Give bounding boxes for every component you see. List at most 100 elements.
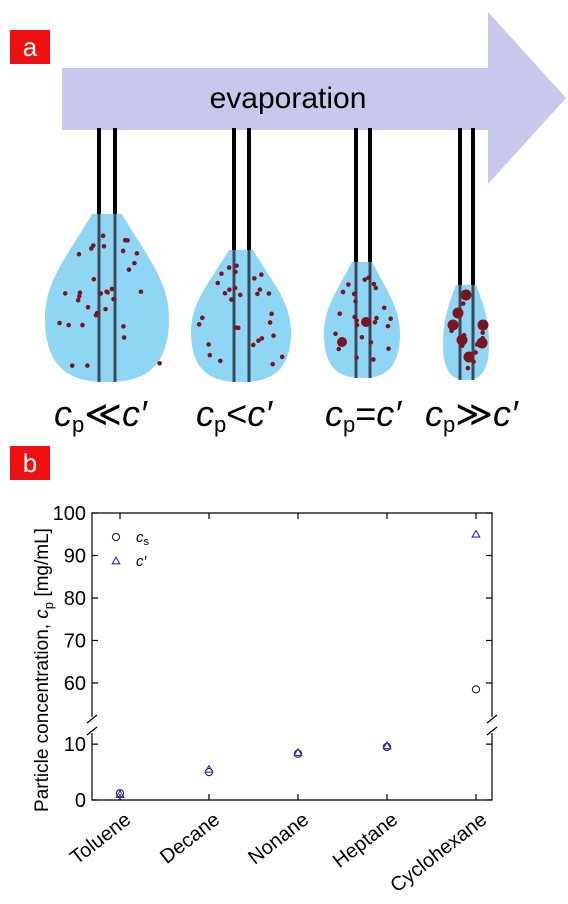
label-relation: ≪	[84, 393, 122, 434]
particle	[80, 322, 85, 328]
label-relation: <	[226, 393, 247, 434]
particle	[77, 290, 83, 296]
particle	[252, 276, 257, 281]
particle	[346, 282, 351, 287]
particle	[217, 358, 223, 364]
particle	[69, 363, 75, 368]
particle	[374, 315, 379, 321]
label-rhs: c′	[247, 393, 273, 434]
droplet-2	[191, 128, 291, 382]
particle	[132, 260, 137, 266]
point-cs	[382, 742, 392, 752]
droplet-1	[45, 128, 169, 382]
particle	[85, 304, 91, 310]
label-rhs: c′	[493, 393, 519, 434]
particle	[371, 357, 376, 362]
point-c-prime	[293, 747, 303, 756]
particle	[251, 342, 256, 348]
particle	[109, 286, 115, 292]
droplet-relation-label: cp≫c′	[425, 393, 519, 437]
droplet-relation-label: cp<c′	[196, 393, 273, 437]
scatter-chart: Particle concentration, cp [mg/mL] 60 70 8…	[32, 503, 498, 898]
upper-axis-frame	[91, 512, 493, 717]
particle	[473, 350, 478, 355]
particle	[234, 263, 239, 269]
y-tick-label: 60	[64, 673, 86, 695]
particle	[91, 276, 97, 282]
label-sub: p	[72, 412, 84, 437]
particle-cluster	[361, 317, 371, 327]
particle	[257, 287, 263, 292]
particle	[57, 320, 62, 326]
droplet-relation-label: cp=c′	[325, 393, 402, 437]
label-var: c	[325, 393, 343, 434]
particle	[207, 352, 213, 358]
droplet-body	[443, 285, 489, 380]
particle	[75, 297, 81, 303]
particle	[255, 291, 260, 297]
y-tick-label: 70	[64, 631, 86, 653]
particle-cluster	[476, 337, 488, 349]
particle	[219, 271, 224, 277]
x-tick-label: Nonane	[244, 809, 313, 869]
y-axis-label-prefix: Particle concentration,	[32, 619, 53, 812]
y-tick-label: 90	[64, 546, 86, 568]
particle	[232, 285, 238, 291]
label-var: c	[425, 393, 443, 434]
particle	[89, 246, 94, 251]
chart-legend: csc′	[111, 529, 150, 570]
label-rhs: c′	[376, 393, 402, 434]
y-axis-label-var: c	[32, 609, 53, 619]
legend-label: cs	[136, 529, 150, 548]
particle	[66, 322, 71, 328]
particle	[465, 365, 471, 371]
label-relation: ≫	[455, 393, 493, 434]
particle	[269, 311, 274, 317]
label-var: c	[54, 393, 72, 434]
particle	[368, 339, 374, 345]
particle-cluster	[447, 319, 459, 331]
label-sub: p	[343, 412, 355, 437]
particle	[76, 251, 82, 257]
point-c-prime	[471, 529, 481, 538]
particle	[371, 281, 377, 287]
droplet-relation-label: cp≪c′	[54, 393, 148, 437]
particle	[372, 319, 378, 325]
particle	[229, 297, 234, 302]
particle	[138, 289, 144, 295]
droplet-4	[443, 128, 489, 380]
particle	[77, 294, 82, 299]
y-axis-label: Particle concentration, cp [mg/mL]	[32, 528, 56, 812]
x-tick-label: Heptane	[329, 809, 402, 873]
arrow-label: evaporation	[210, 82, 367, 115]
particle	[103, 306, 108, 312]
particle	[259, 336, 265, 341]
evaporation-diagram: evaporation cp≪c′cp<c′cp=c′cp≫c′	[45, 12, 566, 437]
particle	[126, 267, 132, 272]
y-axis-label-sub: p	[41, 602, 56, 609]
particle	[222, 290, 228, 296]
particle	[85, 363, 90, 368]
axis-break-gap	[86, 718, 98, 732]
particle	[266, 291, 272, 296]
particle	[101, 243, 107, 249]
y-tick-label: 100	[53, 503, 86, 525]
particle	[354, 318, 359, 323]
particle	[233, 269, 238, 275]
particle	[385, 323, 391, 329]
axis-break-mark	[486, 726, 498, 736]
y-tick-label: 80	[64, 588, 86, 610]
particle	[354, 322, 360, 328]
droplet-body	[45, 214, 169, 382]
droplet-group	[45, 128, 489, 382]
particle	[125, 238, 130, 243]
chart-marks	[115, 529, 481, 798]
droplet-body	[191, 250, 291, 382]
particle-cluster	[456, 334, 468, 346]
particle	[388, 316, 393, 322]
particle	[386, 346, 391, 351]
particle	[111, 296, 116, 302]
axis-break-mark	[86, 726, 98, 736]
